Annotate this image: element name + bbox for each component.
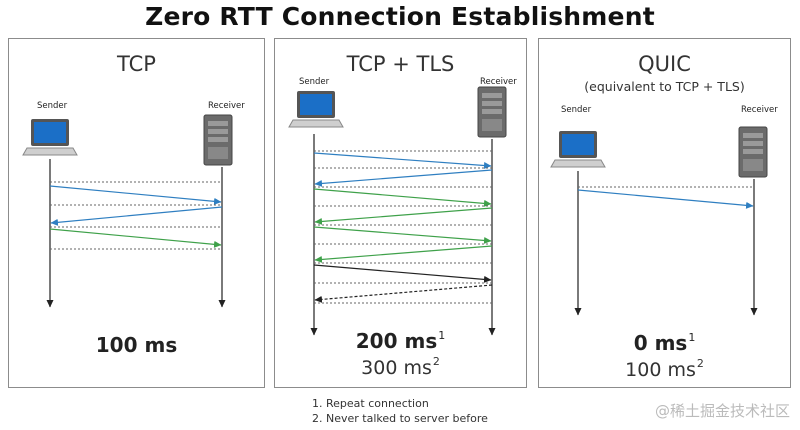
panel-subtitle: (equivalent to TCP + TLS) <box>584 79 745 94</box>
message-arrow <box>577 189 754 209</box>
receiver-label: Receiver <box>480 77 517 87</box>
message-arrow-dashed <box>314 284 493 303</box>
footnote: 2. Never talked to server before <box>312 412 488 425</box>
server-tower-icon <box>203 114 233 166</box>
message-arrow <box>313 188 492 207</box>
laptop-icon <box>22 119 78 156</box>
panel-quic: QUIC (equivalent to TCP + TLS) Sender Re… <box>538 38 791 388</box>
quic-sequence-diagram <box>550 126 768 316</box>
receiver-label: Receiver <box>741 105 778 115</box>
message-arrow <box>49 228 222 248</box>
footnotes: 1. Repeat connection 2. Never talked to … <box>312 396 488 426</box>
message-arrow <box>313 264 492 283</box>
sender-label: Sender <box>561 105 592 115</box>
page-title: Zero RTT Connection Establishment <box>145 2 655 31</box>
latency-value: 0 ms1 <box>633 331 696 355</box>
laptop-icon <box>550 131 606 168</box>
server-tower-icon <box>738 126 768 178</box>
panel-title: TCP <box>117 52 156 76</box>
server-tower-icon <box>477 86 507 138</box>
message-arrow <box>314 245 493 263</box>
message-arrow <box>314 169 493 187</box>
sender-label: Sender <box>299 77 330 87</box>
message-arrow <box>313 152 492 169</box>
tls-sequence-diagram <box>288 86 507 336</box>
panel-tcp: TCP Sender Receiver 100 ms <box>8 38 265 388</box>
latency-value: 200 ms1 <box>355 329 446 353</box>
latency-value-secondary: 100 ms2 <box>625 357 704 381</box>
laptop-icon <box>288 91 344 128</box>
latency-value-secondary: 300 ms2 <box>361 355 440 379</box>
tcp-sequence-diagram <box>22 114 233 308</box>
message-arrow <box>50 206 223 226</box>
sender-label: Sender <box>37 101 68 111</box>
message-arrow <box>313 226 492 244</box>
panel-title: QUIC <box>638 52 691 76</box>
receiver-label: Receiver <box>208 101 245 111</box>
panel-title: TCP + TLS <box>346 52 455 76</box>
panel-tcp-tls: TCP + TLS Sender Receiver 200 ms1 300 ms… <box>274 38 527 388</box>
watermark: @稀土掘金技术社区 <box>654 402 790 420</box>
message-arrow <box>314 207 493 225</box>
latency-value: 100 ms <box>95 333 178 357</box>
message-arrow <box>49 185 222 205</box>
footnote: 1. Repeat connection <box>312 397 429 410</box>
